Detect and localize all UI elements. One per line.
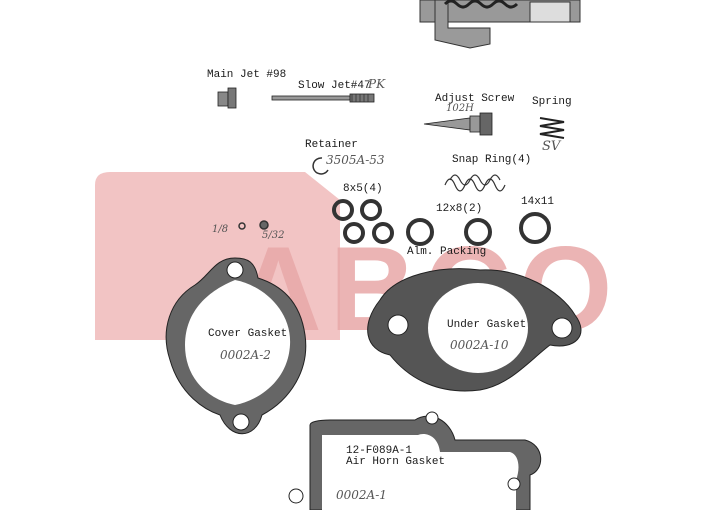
o-ring-14x11 bbox=[519, 212, 551, 244]
snap-rings bbox=[444, 174, 506, 192]
label-slow-jet: Slow Jet#47 bbox=[298, 80, 371, 92]
adjust-screw bbox=[423, 112, 493, 136]
label-snap-ring: Snap Ring(4) bbox=[452, 154, 532, 166]
label-adjust-screw: Adjust Screw bbox=[435, 93, 515, 105]
spring-part bbox=[539, 117, 565, 139]
label-12x8: 12x8(2) bbox=[436, 203, 483, 215]
note-spring: SV bbox=[542, 139, 561, 154]
main-jet bbox=[217, 87, 237, 109]
label-cover-gasket: Cover Gasket bbox=[208, 328, 288, 340]
label-alm-packing: Alm. Packing bbox=[407, 246, 487, 258]
o-rings-8x5 bbox=[332, 199, 394, 244]
slow-jet bbox=[271, 93, 375, 103]
under-gasket bbox=[367, 268, 582, 392]
note-frac-a: 1/8 bbox=[212, 224, 229, 235]
air-horn-gasket bbox=[288, 411, 542, 510]
note-retainer: 3505A-53 bbox=[326, 153, 385, 167]
label-air-horn-part: 12-F089A-1 bbox=[346, 445, 413, 457]
check-balls bbox=[238, 220, 269, 230]
note-adjust-screw: 102H bbox=[446, 103, 474, 114]
label-main-jet: Main Jet #98 bbox=[207, 69, 287, 81]
label-8x5: 8x5(4) bbox=[343, 183, 383, 195]
note-under-gasket: 0002A-10 bbox=[450, 338, 509, 352]
label-retainer: Retainer bbox=[305, 139, 358, 151]
note-slow-jet: PK bbox=[368, 77, 386, 91]
retainer-part bbox=[312, 157, 329, 175]
note-air-horn: 0002A-1 bbox=[336, 488, 387, 502]
note-frac-b: 5/32 bbox=[262, 230, 285, 241]
float-needle-assembly bbox=[419, 0, 581, 49]
cover-gasket bbox=[165, 257, 307, 435]
label-under-gasket: Under Gasket bbox=[447, 319, 527, 331]
o-rings-12x8 bbox=[406, 218, 492, 246]
label-14x11: 14x11 bbox=[521, 196, 555, 208]
label-spring: Spring bbox=[532, 96, 572, 108]
note-cover-gasket: 0002A-2 bbox=[220, 348, 271, 362]
label-air-horn: Air Horn Gasket bbox=[346, 456, 446, 468]
